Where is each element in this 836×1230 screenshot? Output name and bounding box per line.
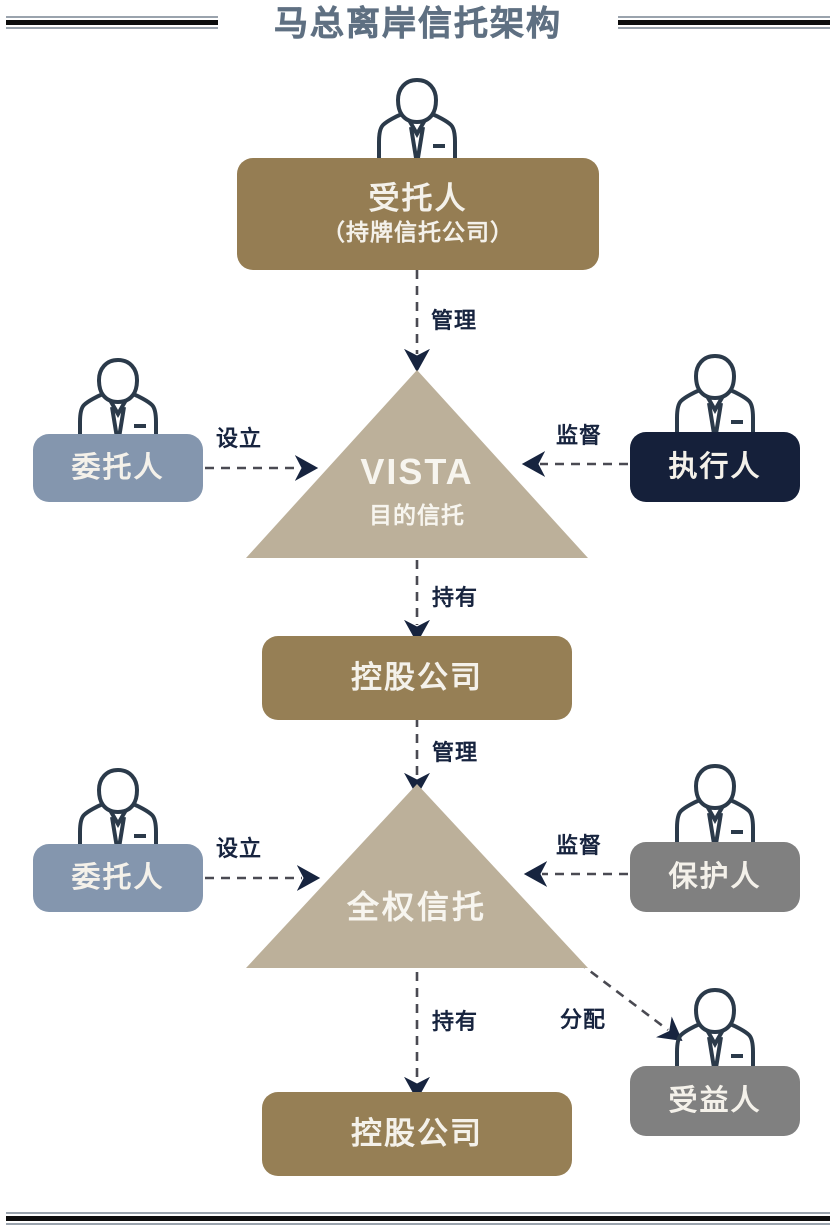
node-settlor-top[interactable]: 委托人 [33, 434, 203, 502]
node-enforcer[interactable]: 执行人 [630, 432, 800, 502]
bottom-rule [6, 1196, 830, 1225]
node-holding-company-bottom[interactable]: 控股公司 [262, 1092, 572, 1176]
person-icon [375, 72, 459, 164]
edge-discretionary-to-beneficiary [577, 960, 683, 1041]
edge-label-discretionary-to-beneficiary: 分配 [560, 1007, 607, 1032]
node-enforcer-label: 执行人 [668, 451, 762, 483]
node-protector[interactable]: 保护人 [630, 842, 800, 912]
vista-trust-name-cn: 目的信托 [369, 502, 465, 528]
edge-label-trustee-to-vista: 管理 [431, 308, 478, 333]
node-trustee[interactable]: 受托人 （持牌信托公司） [237, 158, 599, 270]
title-bar: 马总离岸信托架构 [0, 0, 836, 58]
edge-label-settlor-to-discretionary: 设立 [216, 836, 263, 861]
person-icon [673, 348, 757, 440]
node-holding-company-top[interactable]: 控股公司 [262, 636, 572, 720]
edge-label-vista-to-holding: 持有 [432, 585, 479, 610]
node-trustee-label: 受托人 [368, 181, 468, 216]
node-settlor-bottom-label: 委托人 [71, 862, 165, 894]
person-icon [673, 982, 757, 1074]
node-settlor-top-label: 委托人 [71, 452, 165, 484]
vista-trust-name-en: VISTA [360, 451, 474, 492]
person-icon [76, 352, 160, 444]
edge-label-settlor-to-vista: 设立 [216, 426, 263, 451]
node-beneficiary-label: 受益人 [668, 1085, 762, 1117]
discretionary-trust-label-group: 全权信托 [246, 888, 588, 926]
title-rule-right [618, 16, 830, 30]
edge-label-discretionary-to-holding: 持有 [432, 1009, 479, 1034]
edge-label-holding-to-discretionary: 管理 [432, 740, 479, 765]
title-rule-left [6, 16, 218, 30]
page-title: 马总离岸信托架构 [274, 5, 562, 44]
node-settlor-bottom[interactable]: 委托人 [33, 844, 203, 912]
person-icon [673, 758, 757, 850]
node-holding-company-top-label: 控股公司 [351, 660, 483, 695]
node-trustee-sublabel: （持牌信托公司） [322, 219, 514, 245]
person-icon [76, 762, 160, 854]
edge-label-enforcer-to-vista: 监督 [556, 423, 603, 448]
discretionary-trust-name: 全权信托 [346, 889, 487, 925]
node-holding-company-bottom-label: 控股公司 [351, 1116, 483, 1151]
vista-trust-label-group: VISTA 目的信托 [246, 452, 588, 530]
node-beneficiary[interactable]: 受益人 [630, 1066, 800, 1136]
edge-label-protector-to-discretionary: 监督 [556, 833, 603, 858]
node-protector-label: 保护人 [668, 861, 762, 893]
